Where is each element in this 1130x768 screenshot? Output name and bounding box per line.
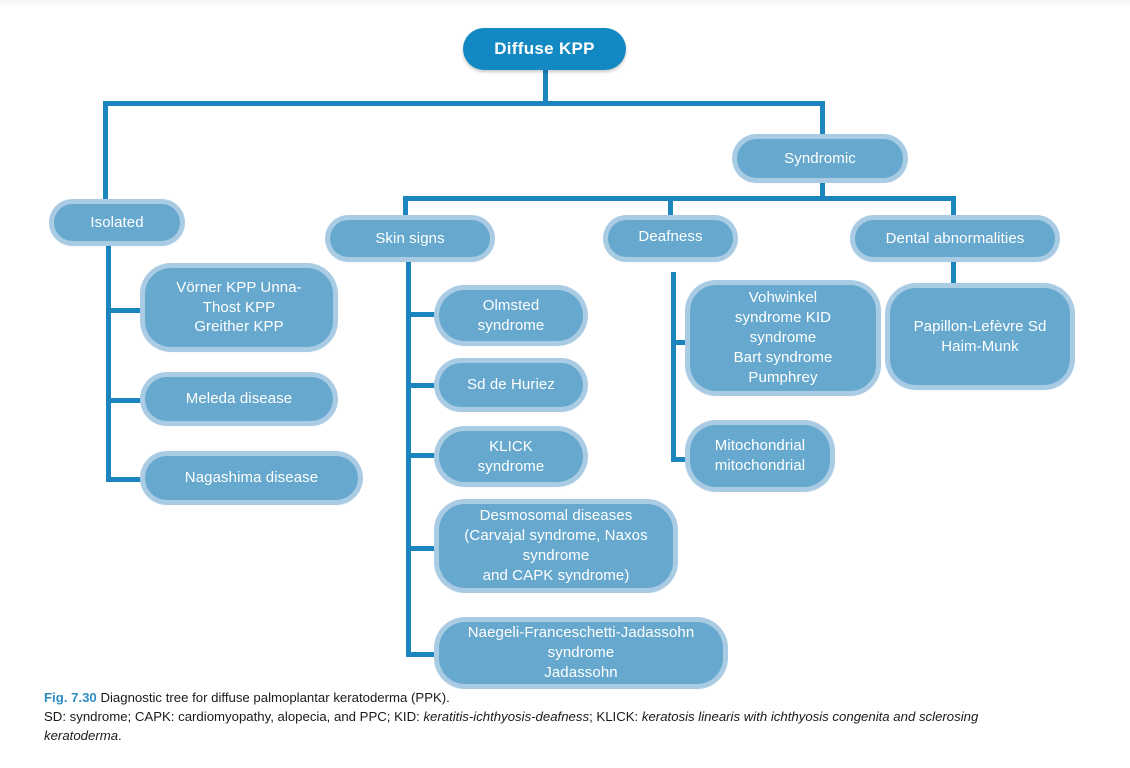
- node-skin-signs[interactable]: Skin signs: [330, 220, 490, 257]
- figure-caption: Fig. 7.30 Diagnostic tree for diffuse pa…: [44, 688, 1044, 745]
- connector-stub-naegeli: [406, 652, 444, 657]
- connector-spine-deafness: [671, 272, 676, 462]
- legend-separator: ; KLICK:: [589, 709, 642, 725]
- connector-stub-vohwinkel: [671, 340, 695, 345]
- node-label: Sd de Huriez: [467, 376, 555, 394]
- node-label: Naegeli-Franceschetti-Jadassohn syndrome…: [467, 624, 695, 681]
- connector-stub-huriez: [406, 383, 444, 388]
- page-top-edge: [0, 0, 1130, 8]
- legend-sd-capk: SD: syndrome; CAPK: cardiomyopathy, alop…: [44, 709, 424, 725]
- connector-drop-syndromic: [820, 101, 825, 139]
- node-label: Mitochondrial mitochondrial: [714, 437, 806, 474]
- connector-stub-desmosomal: [406, 546, 444, 551]
- node-syndromic[interactable]: Syndromic: [737, 139, 903, 178]
- connector-spine-isolated: [106, 240, 111, 481]
- node-label: Syndromic: [784, 149, 856, 167]
- connector-drop-deafness: [668, 196, 673, 220]
- connector-root-stem: [543, 70, 548, 103]
- caption-legend-line: SD: syndrome; CAPK: cardiomyopathy, alop…: [44, 707, 1044, 745]
- connector-drop-isolated: [103, 101, 108, 204]
- connector-stub-mitochondrial: [671, 457, 695, 462]
- node-nagashima-disease[interactable]: Nagashima disease: [145, 456, 358, 500]
- node-deafness[interactable]: Deafness: [608, 220, 733, 257]
- node-vohwinkel-kid-bart-pumphrey[interactable]: Vohwinkel syndrome KID syndrome Bart syn…: [690, 285, 876, 391]
- connector-level2-bus: [403, 196, 956, 201]
- node-vorner-unna-thost-greither[interactable]: Vörner KPP Unna- Thost KPP Greither KPP: [145, 268, 333, 347]
- node-label: Meleda disease: [185, 390, 293, 408]
- connector-stub-meleda: [106, 398, 150, 403]
- node-label: Vörner KPP Unna- Thost KPP Greither KPP: [176, 278, 302, 336]
- node-label: Dental abnormalities: [885, 229, 1025, 247]
- node-label: Diffuse KPP: [494, 38, 595, 58]
- legend-kid-expansion: keratitis-ichthyosis-deafness: [423, 709, 590, 725]
- connector-drop-skin-signs: [403, 196, 408, 220]
- node-label: Vohwinkel syndrome KID syndrome Bart syn…: [733, 289, 833, 386]
- node-naegeli-franceschetti-jadassohn[interactable]: Naegeli-Franceschetti-Jadassohn syndrome…: [439, 622, 723, 684]
- connector-syndromic-stem: [820, 178, 825, 200]
- figure-number: Fig. 7.30: [44, 690, 97, 705]
- node-mitochondrial[interactable]: Mitochondrial mitochondrial: [690, 425, 830, 487]
- node-label: Papillon-Lefèvre Sd Haim-Munk: [913, 317, 1047, 355]
- figure-title: Diagnostic tree for diffuse palmoplantar…: [100, 690, 450, 705]
- legend-klick-expansion: keratosis linearis with ichthyosis conge…: [44, 709, 979, 744]
- connector-stub-vorner: [106, 308, 150, 313]
- connector-level1-bus: [103, 101, 825, 106]
- connector-stub-olmsted: [406, 312, 444, 317]
- node-diffuse-kpp[interactable]: Diffuse KPP: [463, 28, 626, 70]
- node-isolated[interactable]: Isolated: [54, 204, 180, 241]
- connector-stub-papillon: [951, 256, 956, 292]
- node-papillon-lefevre-haim-munk[interactable]: Papillon-Lefèvre Sd Haim-Munk: [890, 288, 1070, 385]
- node-label: Isolated: [90, 213, 144, 231]
- node-label: Nagashima disease: [184, 469, 319, 487]
- legend-period: .: [118, 728, 122, 744]
- node-label: Skin signs: [375, 229, 445, 247]
- node-desmosomal-diseases[interactable]: Desmosomal diseases (Carvajal syndrome, …: [439, 504, 673, 588]
- node-klick-syndrome[interactable]: KLICK syndrome: [439, 431, 583, 482]
- node-meleda-disease[interactable]: Meleda disease: [145, 377, 333, 421]
- node-sd-de-huriez[interactable]: Sd de Huriez: [439, 363, 583, 407]
- caption-title-line: Fig. 7.30 Diagnostic tree for diffuse pa…: [44, 688, 1044, 707]
- connector-stub-nagashima: [106, 477, 150, 482]
- connector-stub-klick: [406, 453, 444, 458]
- connector-drop-dental: [951, 196, 956, 220]
- node-label: Desmosomal diseases (Carvajal syndrome, …: [464, 507, 648, 584]
- node-label: Deafness: [638, 228, 703, 245]
- node-label: KLICK syndrome: [477, 437, 545, 475]
- node-olmsted-syndrome[interactable]: Olmsted syndrome: [439, 290, 583, 341]
- node-label: Olmsted syndrome: [477, 296, 545, 334]
- node-dental-abnormalities[interactable]: Dental abnormalities: [855, 220, 1055, 257]
